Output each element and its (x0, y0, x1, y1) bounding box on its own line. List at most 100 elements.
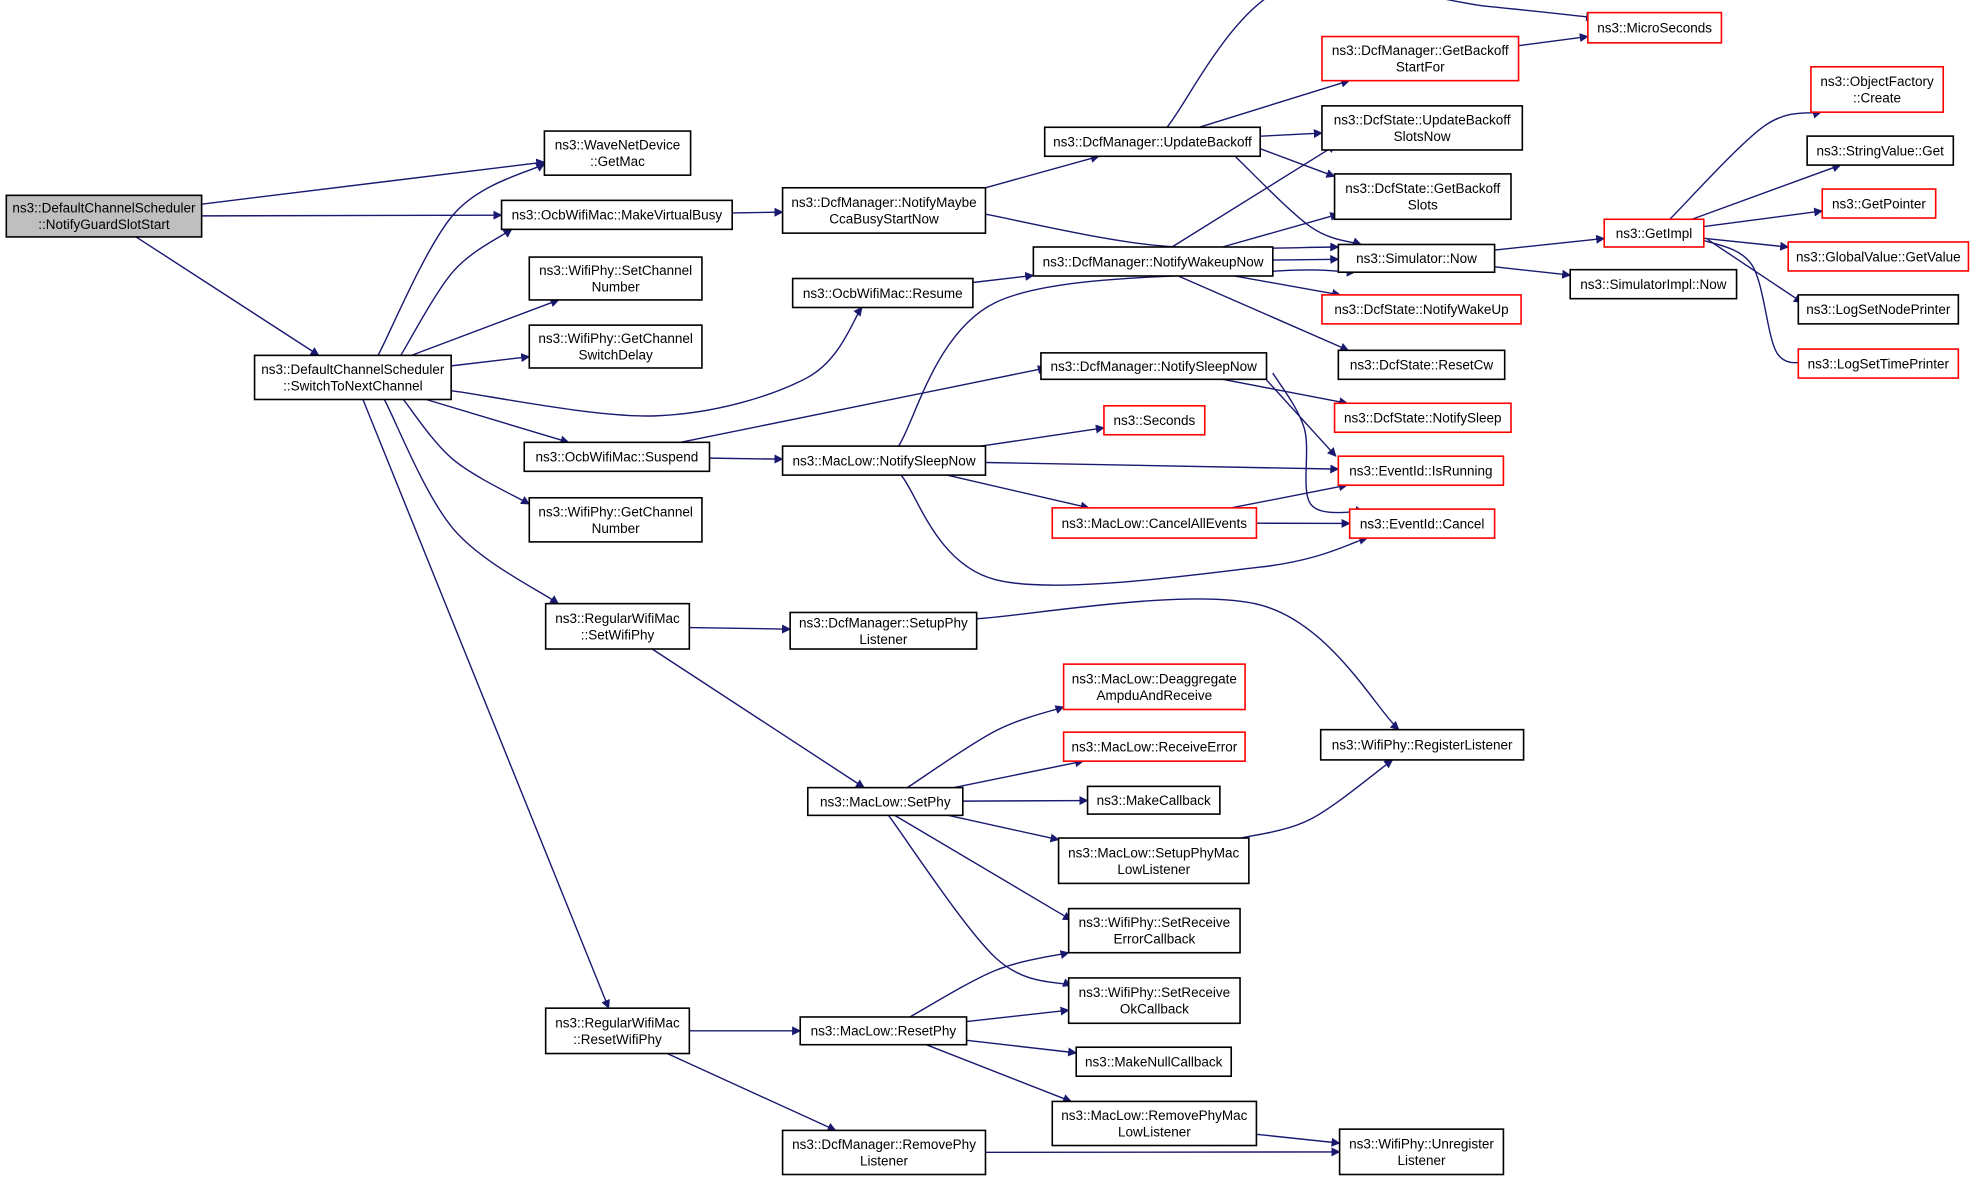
node-ml-setphy[interactable]: ns3::MacLow::SetPhy (806, 786, 964, 817)
node-label: ns3::ObjectFactory (1820, 74, 1934, 89)
node-ml-resetphy[interactable]: ns3::MacLow::ResetPhy (799, 1016, 968, 1046)
node-simimpl-now[interactable]: ns3::SimulatorImpl::Now (1569, 268, 1738, 300)
node-ev-cancel[interactable]: ns3::EventId::Cancel (1348, 508, 1496, 539)
node-getimpl[interactable]: ns3::GetImpl (1603, 218, 1705, 248)
node-box (781, 1129, 987, 1176)
node-dcf-sleep[interactable]: ns3::DcfManager::NotifySleepNow (1040, 352, 1268, 381)
edge-ml_sleep-to-ev_running (985, 461, 1340, 474)
node-logtime[interactable]: ns3::LogSetTimePrinter (1797, 348, 1960, 379)
edge-dcf_upd-to-ds_update (1260, 128, 1323, 138)
node-ds-reset[interactable]: ns3::DcfState::ResetCw (1337, 349, 1506, 381)
node-gv-getvalue[interactable]: ns3::GlobalValue::GetValue (1787, 241, 1970, 272)
node-ml-cancelall[interactable]: ns3::MacLow::CancelAllEvents (1051, 507, 1258, 539)
node-makecb[interactable]: ns3::MakeCallback (1086, 785, 1221, 815)
node-label: ns3::DcfManager::NotifyMaybe (791, 195, 976, 210)
node-box (1569, 268, 1738, 300)
node-makenullcb[interactable]: ns3::MakeNullCallback (1075, 1046, 1233, 1078)
node-box (523, 441, 711, 473)
node-label: LowListener (1117, 862, 1190, 877)
node-micro[interactable]: ns3::MicroSeconds (1587, 11, 1723, 44)
node-label: OkCallback (1120, 1002, 1189, 1017)
node-ds-wake[interactable]: ns3::DcfState::NotifyWakeUp (1321, 294, 1522, 325)
node-reg-setphy[interactable]: ns3::RegularWifiMac::SetWifiPhy (544, 602, 691, 650)
node-box (528, 496, 703, 543)
edge-path (732, 207, 784, 217)
node-label: ns3::WifiPhy::GetChannel (538, 504, 693, 519)
edge-ocb_suspend-to-ml_sleep (709, 454, 784, 464)
node-ocb-resume[interactable]: ns3::OcbWifiMac::Resume (791, 277, 974, 309)
node-box (1321, 105, 1524, 151)
edge-ml_setphy-to-phy_seterr (894, 814, 1072, 921)
node-lognode[interactable]: ns3::LogSetNodePrinter (1797, 294, 1960, 325)
node-wnd-getmac[interactable]: ns3::WaveNetDevice::GetMac (543, 130, 692, 176)
edge-switch-to-reg_setphy (383, 399, 560, 605)
edge-ml_cancelall-to-ev_running (1231, 482, 1348, 509)
edge-path (985, 154, 1100, 189)
edge-dcf_ncca-to-sim_now (985, 213, 1340, 252)
edge-switch-to-wnd_getmac (377, 163, 546, 356)
node-dcf-wake[interactable]: ns3::DcfManager::NotifyWakeupNow (1032, 246, 1274, 277)
node-label: StartFor (1396, 60, 1445, 75)
node-switch[interactable]: ns3::DefaultChannelScheduler::SwitchToNe… (253, 354, 452, 401)
edge-path (1260, 128, 1323, 138)
node-ev-running[interactable]: ns3::EventId::IsRunning (1337, 455, 1505, 486)
edge-path (651, 648, 865, 789)
node-box (1040, 352, 1268, 381)
node-dcf-ncca[interactable]: ns3::DcfManager::NotifyMaybeCcaBusyStart… (781, 186, 987, 234)
node-box (1337, 455, 1505, 486)
node-ocb-suspend[interactable]: ns3::OcbWifiMac::Suspend (523, 441, 711, 473)
node-sim-now[interactable]: ns3::Simulator::Now (1337, 243, 1496, 274)
edge-dcf_upd-to-dcf_getbackoff (1198, 78, 1351, 128)
edge-reg_resetphy-to-dcf_remove (666, 1052, 837, 1132)
edge-ml_resetphy-to-phy_seterr (909, 950, 1070, 1018)
node-label: ns3::MicroSeconds (1597, 21, 1712, 36)
node-of-create[interactable]: ns3::ObjectFactory::Create (1810, 65, 1945, 113)
node-label: ns3::DcfState::NotifyWakeUp (1334, 302, 1508, 317)
node-ml-recverr[interactable]: ns3::MacLow::ReceiveError (1062, 731, 1246, 762)
node-box (1348, 508, 1496, 539)
edge-path (1494, 266, 1572, 279)
node-label: ns3::MacLow::SetPhy (820, 794, 951, 809)
node-ds-sleep[interactable]: ns3::DcfState::NotifySleep (1333, 402, 1512, 434)
node-label: ns3::DcfState::GetBackoff (1345, 181, 1500, 196)
edge-dcf_wake-to-sim_now (1272, 254, 1340, 264)
node-box (781, 186, 987, 234)
node-ocb-busy[interactable]: ns3::OcbWifiMac::MakeVirtualBusy (500, 199, 733, 231)
node-getpointer[interactable]: ns3::GetPointer (1821, 188, 1937, 219)
node-label: ns3::MacLow::Deaggregate (1072, 671, 1237, 686)
node-box (1043, 126, 1262, 158)
edge-ml_sleep-to-ml_cancelall (946, 474, 1090, 511)
node-label: Listener (1397, 1153, 1446, 1168)
node-box (1797, 348, 1960, 379)
edge-path (1256, 1133, 1341, 1147)
node-label: ns3::WifiPhy::GetChannel (538, 331, 693, 346)
node-seconds[interactable]: ns3::Seconds (1103, 404, 1206, 436)
edge-path (201, 210, 503, 220)
node-box (799, 1016, 968, 1046)
edge-path (925, 1044, 1073, 1103)
node-phy-reglist[interactable]: ns3::WifiPhy::RegisterListener (1319, 728, 1525, 761)
node-ml-sleep[interactable]: ns3::MacLow::NotifySleepNow (781, 445, 987, 476)
node-box (1337, 349, 1506, 381)
node-label: ns3::DcfManager::NotifyWakeupNow (1043, 254, 1264, 269)
node-sv-get[interactable]: ns3::StringValue::Get (1806, 135, 1955, 166)
node-dcf-upd[interactable]: ns3::DcfManager::UpdateBackoff (1043, 126, 1262, 158)
node-reg-resetphy[interactable]: ns3::RegularWifiMac::ResetWifiPhy (544, 1007, 691, 1055)
node-root[interactable]: ns3::DefaultChannelScheduler::NotifyGuar… (5, 194, 203, 238)
edge-path (377, 163, 546, 356)
node-box (1338, 1128, 1505, 1176)
